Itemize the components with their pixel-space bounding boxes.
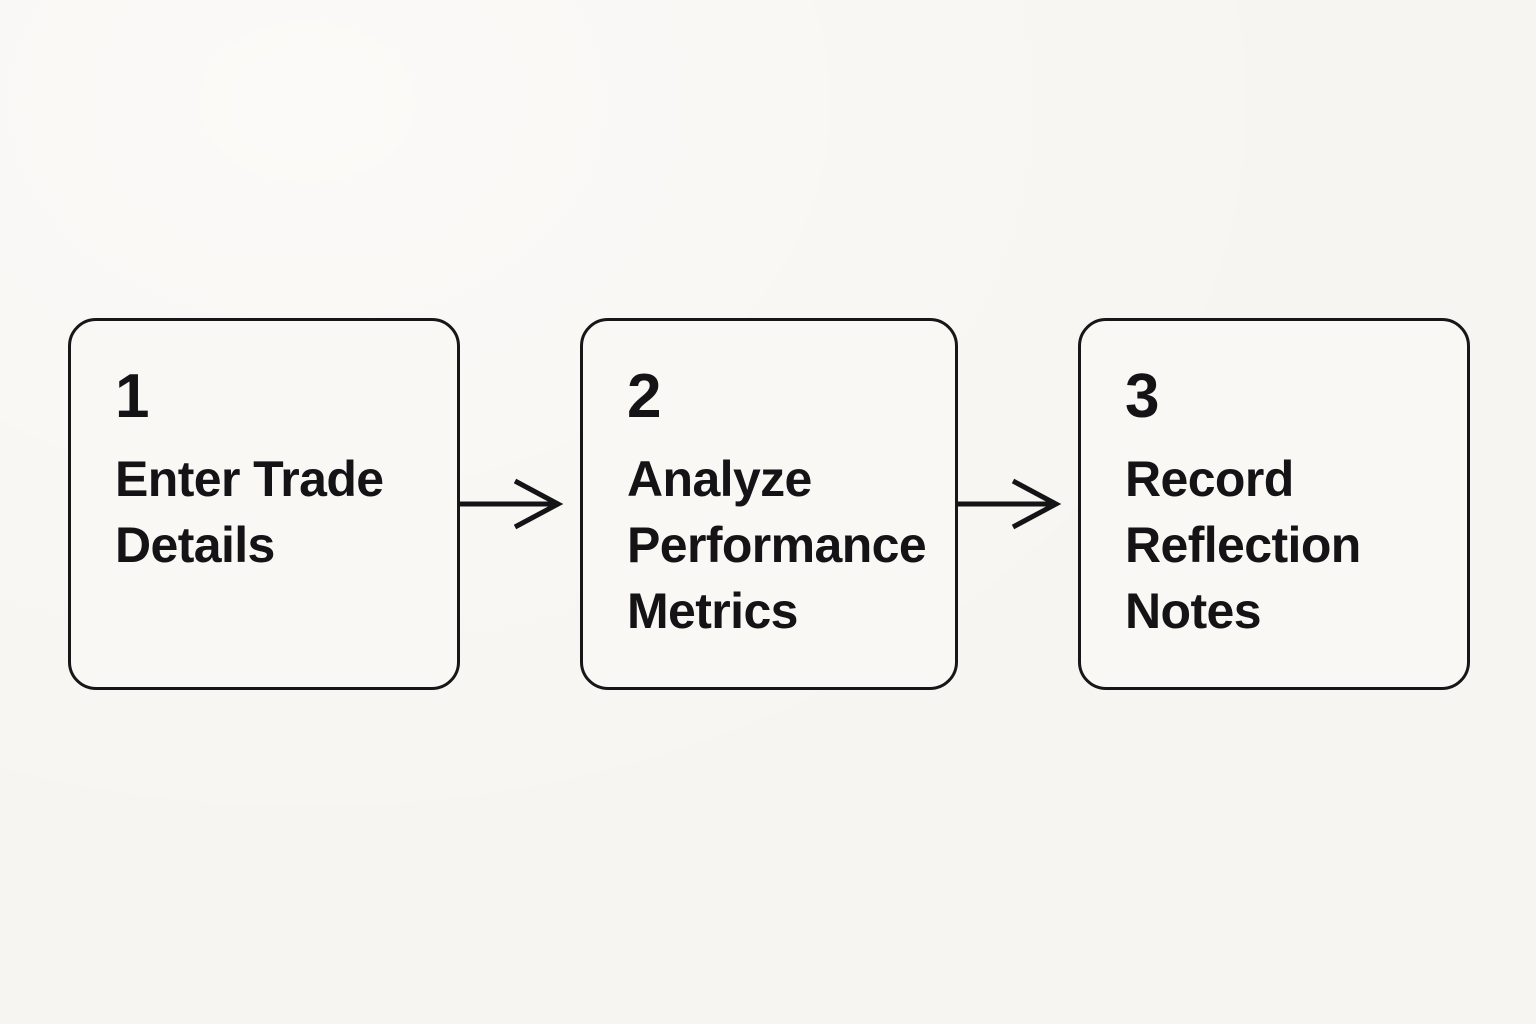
step-label: Analyze Performance Metrics bbox=[627, 451, 927, 639]
flow-row: 1 Enter Trade Details 2 Analyze Performa… bbox=[68, 318, 1470, 690]
step-number: 3 bbox=[1125, 362, 1159, 431]
step-label: Record Reflection Notes bbox=[1125, 451, 1361, 639]
connector-2-3 bbox=[958, 318, 1078, 690]
arrow-right-icon bbox=[958, 478, 1062, 530]
step-box-2: 2 Analyze Performance Metrics bbox=[580, 318, 958, 690]
step-box-3: 3 Record Reflection Notes bbox=[1078, 318, 1470, 690]
step-label: Enter Trade Details bbox=[115, 451, 384, 573]
step-number: 1 bbox=[115, 362, 149, 431]
connector-1-2 bbox=[460, 318, 580, 690]
step-number: 2 bbox=[627, 362, 661, 431]
step-box-1: 1 Enter Trade Details bbox=[68, 318, 460, 690]
arrow-right-icon bbox=[460, 478, 564, 530]
